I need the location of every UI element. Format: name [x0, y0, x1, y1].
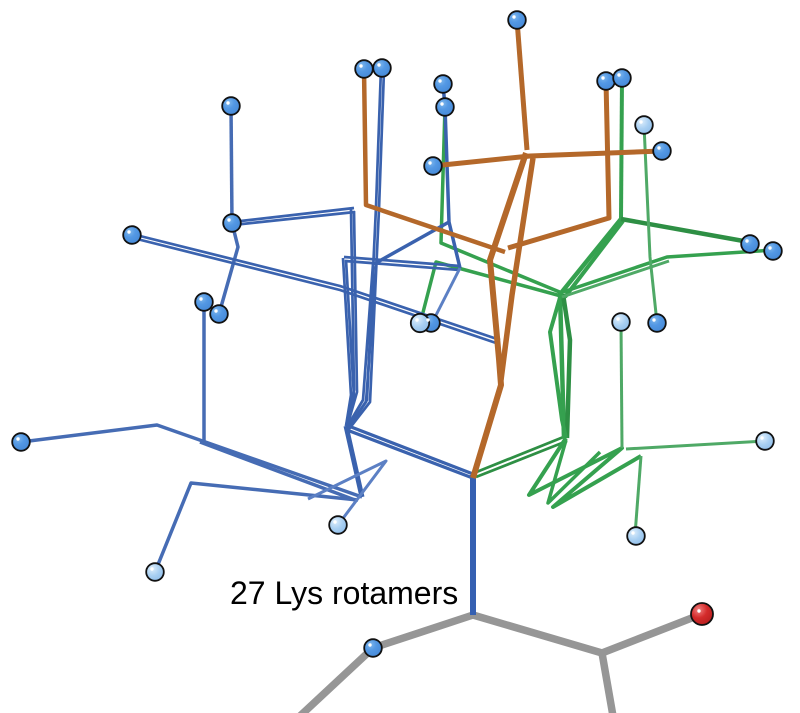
svg-text:27 Lys rotamers: 27 Lys rotamers — [230, 575, 458, 611]
